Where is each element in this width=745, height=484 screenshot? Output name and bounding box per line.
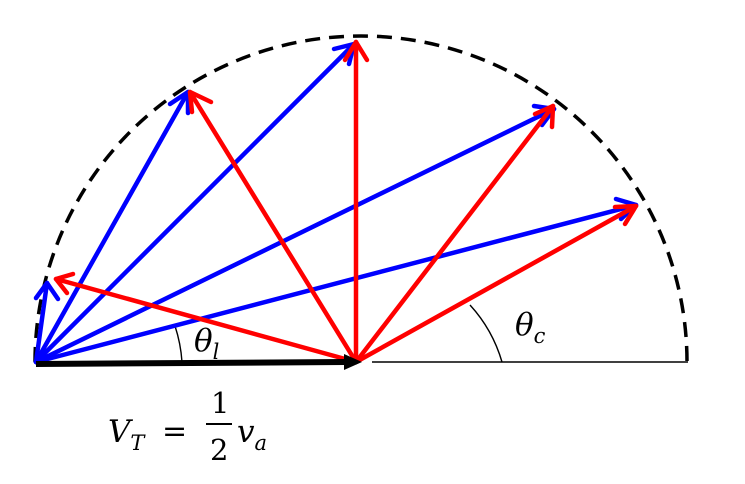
theta-l-label: θl xyxy=(194,323,219,364)
red-vector-5 xyxy=(353,203,639,365)
dashed-semicircle xyxy=(33,34,689,363)
blue-vector-4 xyxy=(33,103,557,365)
cm-frame-vectors xyxy=(53,39,639,365)
velocity-vector xyxy=(35,354,362,370)
red-vector-1 xyxy=(53,271,359,365)
lab-frame-vectors xyxy=(33,41,639,365)
svg-text:=: = xyxy=(162,414,187,449)
svg-text:va: va xyxy=(237,414,267,455)
svg-text:VT: VT xyxy=(108,414,146,455)
red-vector-3 xyxy=(342,39,370,365)
blue-vector-1 xyxy=(33,280,61,365)
blue-vector-5 xyxy=(33,196,639,365)
velocity-equation: VT = 1 2 va xyxy=(108,386,267,467)
red-vector-4 xyxy=(353,103,556,365)
red-vector-2 xyxy=(187,89,359,365)
blue-vector-3 xyxy=(33,41,357,365)
theta-l-arc xyxy=(174,325,183,363)
blue-vector-2 xyxy=(33,89,191,365)
svg-text:2: 2 xyxy=(210,433,228,467)
theta-c-label: θc xyxy=(515,307,546,348)
svg-text:1: 1 xyxy=(211,386,229,420)
theta-c-arc xyxy=(469,304,503,363)
